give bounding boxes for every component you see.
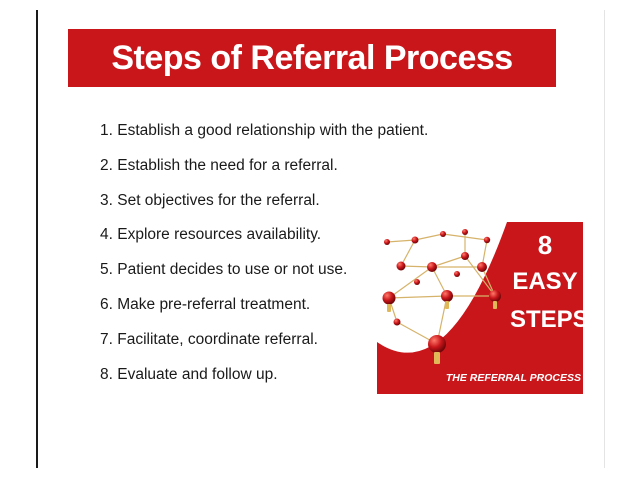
step-item: 3. Set objectives for the referral. bbox=[100, 191, 320, 209]
referral-process-graphic: 8 EASY STEPS THE REFERRAL PROCESS bbox=[377, 222, 583, 394]
title-banner: Steps of Referral Process bbox=[68, 29, 556, 87]
step-item: 1. Establish a good relationship with th… bbox=[100, 122, 429, 139]
step-item: 8. Evaluate and follow up. bbox=[100, 365, 278, 383]
promo-caption: THE REFERRAL PROCESS bbox=[445, 372, 581, 384]
promo-steps-label: STEPS bbox=[510, 306, 583, 333]
step-item: 7. Facilitate, coordinate referral. bbox=[100, 330, 318, 348]
step-item: 2. Establish the need for a referral. bbox=[100, 156, 338, 174]
network-illustration bbox=[377, 222, 583, 394]
step-item: 5. Patient decides to use or not use. bbox=[100, 261, 348, 279]
right-border-line bbox=[604, 10, 605, 468]
promo-easy-label: EASY bbox=[512, 268, 578, 295]
left-border-line bbox=[36, 10, 38, 468]
step-item: 4. Explore resources availability. bbox=[100, 226, 322, 244]
step-item: 6. Make pre-referral treatment. bbox=[100, 295, 311, 313]
promo-number: 8 bbox=[537, 230, 553, 260]
steps-list: 1. Establish a good relationship with th… bbox=[100, 118, 428, 396]
figure-stands-icon bbox=[387, 301, 497, 364]
network-nodes-icon bbox=[382, 229, 501, 353]
red-backdrop-shape bbox=[377, 222, 583, 394]
slide-title: Steps of Referral Process bbox=[111, 38, 513, 77]
